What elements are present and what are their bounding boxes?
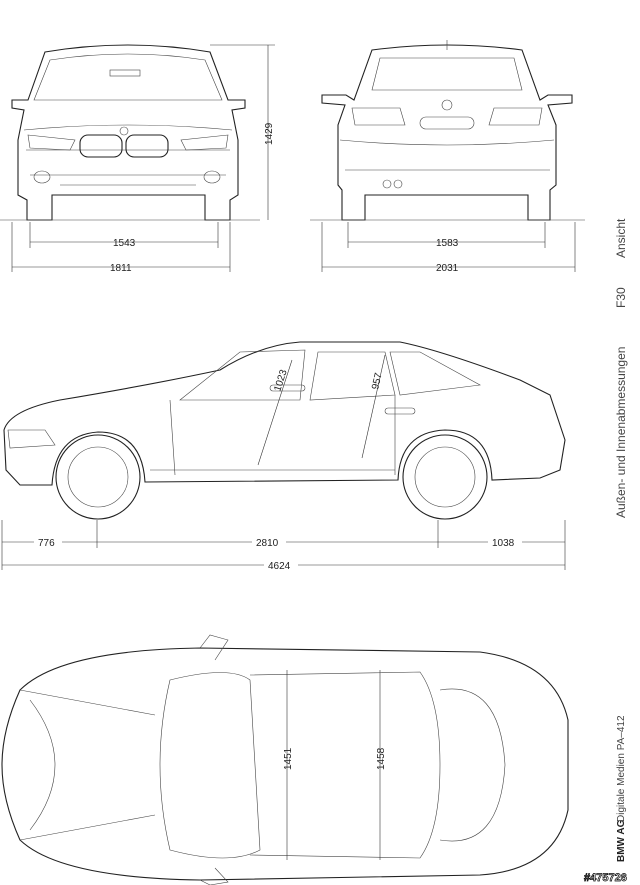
side-view: 1023 957 776 2810 1038 4624 [1, 341, 566, 572]
front-view: 1429 1543 1811 [0, 44, 275, 274]
rear-width-label: 2031 [436, 263, 459, 274]
top-view: 1451 1458 [1, 634, 569, 885]
front-headroom-label: 1023 [272, 368, 289, 393]
length-label: 4624 [268, 561, 291, 572]
front-width-label: 1811 [110, 263, 132, 274]
front-overhang-label: 776 [38, 538, 55, 549]
rear-overhang-label: 1038 [492, 538, 515, 549]
front-track-label: 1543 [113, 238, 136, 249]
front-shoulder-label: 1451 [283, 747, 294, 770]
model-label: F30 [614, 287, 628, 308]
subject-label: Außen- und Innenabmessungen [614, 347, 628, 518]
rear-shoulder-label: 1458 [376, 747, 387, 770]
view-label: Ansicht [614, 218, 628, 258]
company-label: BMW AG [616, 819, 627, 862]
department-label: Digitale Medien PA–412 [616, 715, 627, 822]
front-height-label: 1429 [264, 122, 275, 145]
wheelbase-label: 2810 [256, 538, 279, 549]
rear-track-label: 1583 [436, 238, 459, 249]
rear-view: 1583 2031 [310, 40, 585, 274]
watermark: #475726 [584, 872, 627, 884]
rear-headroom-label: 957 [370, 372, 385, 391]
